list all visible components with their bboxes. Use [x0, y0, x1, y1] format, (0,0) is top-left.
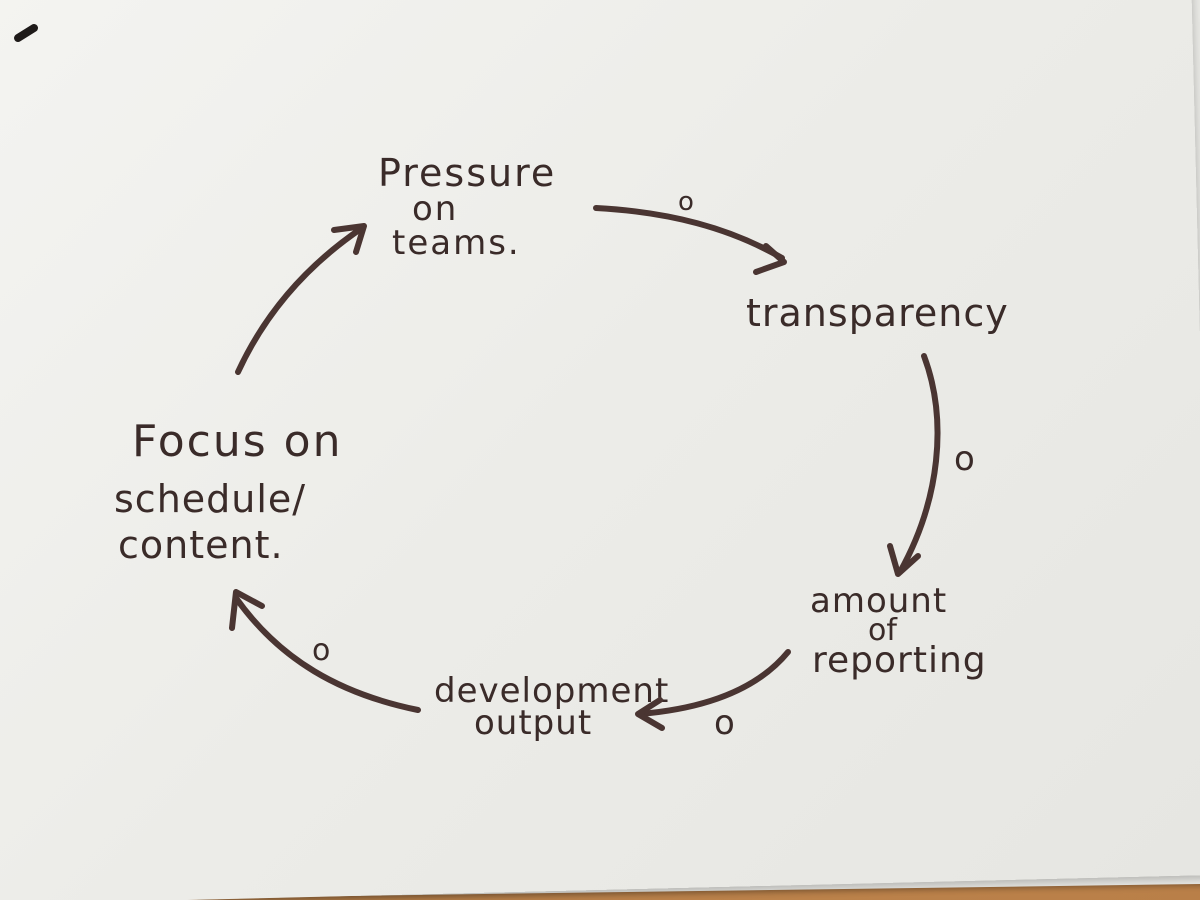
- link-reporting-to-output: o: [635, 649, 791, 743]
- node-reporting-line-3: reporting: [812, 640, 987, 681]
- node-reporting: amount of reporting: [810, 581, 987, 681]
- arrow-transparency-reporting: [897, 353, 941, 575]
- arrowhead-focus-pressure: [331, 223, 367, 255]
- arrow-focus-pressure: [235, 225, 365, 375]
- node-output-line-1: development: [434, 671, 669, 711]
- polarity-label: o: [678, 187, 694, 217]
- arrowhead-reporting-output: [635, 697, 665, 731]
- node-focus: Focus on schedule/ content.: [114, 416, 342, 567]
- polarity-label: o: [312, 633, 330, 668]
- arrow-reporting-output: [637, 649, 791, 717]
- node-pressure-line-2: on: [412, 189, 458, 229]
- ink-mark: [14, 24, 38, 42]
- link-focus-to-pressure: [235, 223, 367, 375]
- arrowhead-pressure-transparency: [753, 243, 787, 275]
- node-transparency: transparency: [746, 291, 1009, 335]
- link-output-to-focus: o: [229, 589, 421, 713]
- arrowhead-transparency-reporting: [887, 543, 921, 577]
- node-reporting-line-2: of: [868, 613, 898, 648]
- polarity-label: o: [714, 703, 735, 743]
- arrow-output-focus: [233, 595, 421, 713]
- link-pressure-to-transparency: o: [593, 187, 787, 275]
- node-pressure-line-1: Pressure: [378, 151, 556, 195]
- polarity-label: o: [954, 439, 975, 479]
- node-focus-line-2: schedule/: [114, 477, 306, 521]
- arrowhead-output-focus: [229, 589, 265, 631]
- node-focus-line-3: content.: [118, 523, 284, 567]
- node-transparency-line-1: transparency: [746, 291, 1009, 335]
- node-pressure-line-3: teams.: [392, 223, 521, 263]
- node-focus-line-1: Focus on: [132, 416, 342, 467]
- node-output: development output: [434, 671, 669, 743]
- link-transparency-to-reporting: o: [887, 353, 975, 577]
- node-pressure: Pressure on teams.: [378, 151, 556, 263]
- node-reporting-line-1: amount: [810, 581, 947, 621]
- arrow-pressure-transparency: [593, 205, 785, 261]
- node-output-line-2: output: [474, 703, 592, 743]
